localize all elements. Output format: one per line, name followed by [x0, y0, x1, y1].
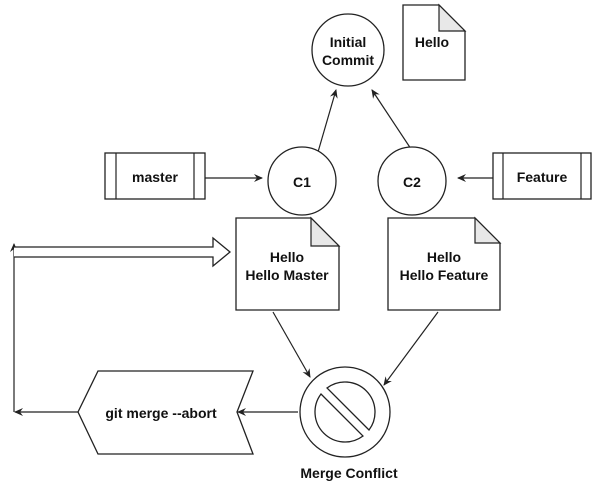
hello-doc-label: Hello: [415, 34, 449, 50]
merge-conflict-node[interactable]: Merge Conflict: [299, 366, 398, 481]
merge-conflict-label: Merge Conflict: [300, 465, 398, 481]
initial-commit-label-2: Commit: [322, 52, 374, 68]
feature-document[interactable]: Hello Hello Feature: [387, 216, 502, 311]
block-arrow-to-master-doc: [14, 236, 232, 268]
prohibited-icon: [314, 381, 376, 443]
edge-featuredoc-to-conflict: [383, 311, 439, 386]
c2-label: C2: [403, 174, 421, 190]
initial-commit-circle: [311, 13, 385, 87]
c1-node[interactable]: C1: [267, 146, 337, 216]
edge-masterdoc-to-conflict: [272, 311, 311, 378]
hello-document[interactable]: Hello: [402, 3, 467, 81]
document-fold-icon: [438, 3, 467, 32]
master-box: [104, 152, 206, 200]
c2-circle: [377, 146, 447, 216]
master-doc-fold-icon: [310, 216, 341, 247]
feature-doc-fold-icon: [474, 216, 502, 244]
abort-label: git merge --abort: [105, 405, 217, 421]
feature-branch-node[interactable]: Feature: [492, 152, 592, 200]
c1-label: C1: [293, 174, 311, 190]
feature-label: Feature: [517, 169, 568, 185]
master-label: master: [132, 169, 178, 185]
feature-doc-line-1: Hello: [427, 249, 461, 265]
feature-doc-shape: [387, 217, 501, 311]
initial-commit-node[interactable]: Initial Commit: [311, 13, 385, 87]
initial-commit-label-1: Initial: [330, 34, 367, 50]
feature-doc-line-2: Hello Feature: [400, 267, 489, 283]
master-branch-node[interactable]: master: [104, 152, 206, 200]
c2-node[interactable]: C2: [377, 146, 447, 216]
master-doc-line-2: Hello Master: [245, 267, 329, 283]
conflict-outer-circle: [299, 366, 391, 458]
git-merge-abort-node[interactable]: git merge --abort: [77, 370, 254, 455]
c1-circle: [267, 146, 337, 216]
master-document[interactable]: Hello Hello Master: [235, 216, 341, 311]
master-doc-line-1: Hello: [270, 249, 304, 265]
abort-shape: [77, 370, 254, 455]
edge-c2-to-initial: [371, 89, 414, 153]
edge-c1-to-initial: [317, 89, 338, 153]
feature-box: [492, 152, 592, 200]
